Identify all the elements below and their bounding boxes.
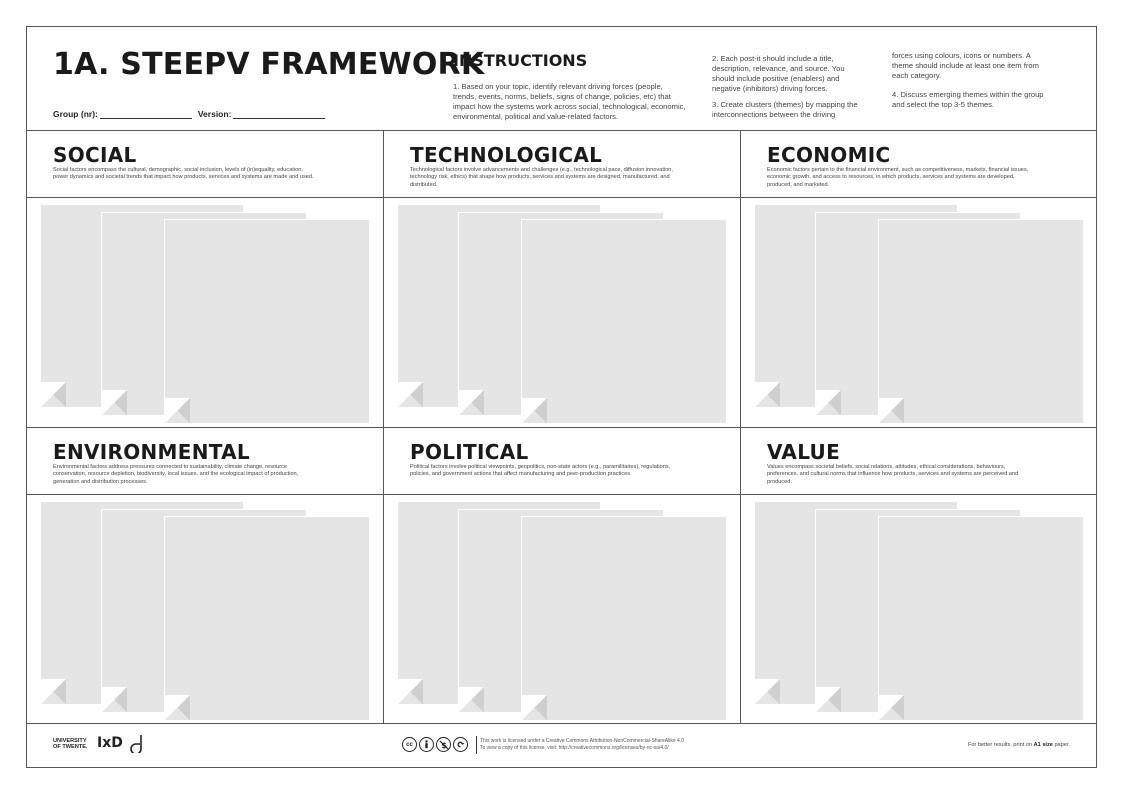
panel-economic: ECONOMIC Economic factors pertain to the…: [741, 131, 1096, 428]
panel-description: Technological factors involve advancemen…: [410, 167, 673, 188]
instructions-title: INSTRUCTIONS: [453, 51, 588, 70]
post-it-note[interactable]: [878, 516, 1084, 721]
instruction-step-4: 4. Discuss emerging themes within the gr…: [892, 90, 1044, 109]
panel-technological: TECHNOLOGICAL Technological factors invo…: [384, 131, 741, 428]
creative-commons-icons: cc $: [402, 737, 468, 752]
license-line-1: This work is licensed under a Creative C…: [480, 738, 684, 744]
post-it-note[interactable]: [521, 516, 727, 721]
post-it-area[interactable]: [384, 198, 740, 428]
post-it-area[interactable]: [384, 495, 740, 725]
worksheet-header: 1A. STEEPV FRAMEWORK Group (nr): Version…: [27, 27, 1096, 131]
panel-description: Social factors encompass the cultural, d…: [53, 167, 314, 181]
panel-political: POLITICAL Political factors involve poli…: [384, 428, 741, 724]
panel-title: POLITICAL: [410, 440, 529, 464]
group-label: Group (nr):: [53, 109, 98, 119]
worksheet-footer: UNIVERSITY OF TWENTE. IxD cc $ This work…: [27, 724, 1096, 768]
print-note-pre: For better results, print on: [968, 742, 1034, 748]
panel-description: Political factors involve political view…: [410, 464, 671, 478]
instruction-step-3: 3. Create clusters (themes) by mapping t…: [712, 100, 858, 119]
post-it-note[interactable]: [164, 516, 370, 721]
license-divider: [476, 736, 477, 754]
brand-mark-icon: [130, 735, 142, 753]
panel-description: Economic factors pertain to the financia…: [767, 167, 1029, 188]
print-note-size: A1 size: [1033, 742, 1053, 748]
print-note-post: paper.: [1052, 742, 1070, 748]
instruction-step-3-continued: forces using colours, icons or numbers. …: [892, 51, 1039, 80]
panel-title: TECHNOLOGICAL: [410, 143, 603, 167]
panel-title: VALUE: [767, 440, 841, 464]
post-it-note[interactable]: [878, 219, 1084, 424]
post-it-note[interactable]: [521, 219, 727, 424]
post-it-area[interactable]: [741, 198, 1096, 428]
panel-title: SOCIAL: [53, 143, 137, 167]
instruction-step-1: 1. Based on your topic, identify relevan…: [453, 82, 686, 121]
post-it-area[interactable]: [27, 495, 383, 725]
license-text: This work is licensed under a Creative C…: [480, 738, 684, 751]
cc-icon: cc: [402, 737, 417, 752]
panel-header: ENVIRONMENTAL Environmental factors addr…: [27, 428, 383, 495]
panel-environmental: ENVIRONMENTAL Environmental factors addr…: [27, 428, 384, 724]
license-line-2: To view a copy of this license, visit: h…: [480, 744, 669, 751]
version-label: Version:: [197, 109, 232, 119]
sharealike-icon: [453, 737, 468, 752]
panel-header: TECHNOLOGICAL Technological factors invo…: [384, 131, 740, 198]
post-it-area[interactable]: [741, 495, 1096, 725]
print-note: For better results, print on A1 size pap…: [968, 742, 1070, 748]
panel-value: VALUE Values encompass societal beliefs,…: [741, 428, 1096, 724]
panel-header: SOCIAL Social factors encompass the cult…: [27, 131, 383, 198]
attribution-icon: [419, 737, 434, 752]
post-it-area[interactable]: [27, 198, 383, 428]
panel-header: ECONOMIC Economic factors pertain to the…: [741, 131, 1096, 198]
group-field[interactable]: [99, 110, 192, 119]
university-logo-line-1: UNIVERSITY: [53, 738, 87, 744]
panel-title: ENVIRONMENTAL: [53, 440, 250, 464]
university-logo-line-2: OF TWENTE.: [53, 744, 88, 750]
group-version-row: Group (nr): Version:: [53, 109, 331, 119]
worksheet-frame: 1A. STEEPV FRAMEWORK Group (nr): Version…: [26, 26, 1097, 768]
version-field[interactable]: [233, 110, 326, 119]
panel-title: ECONOMIC: [767, 143, 891, 167]
panel-header: VALUE Values encompass societal beliefs,…: [741, 428, 1096, 495]
page-title: 1A. STEEPV FRAMEWORK: [53, 47, 485, 82]
ixd-logo: IxD: [97, 735, 123, 751]
instruction-step-2: 2. Each post-it should include a title, …: [712, 54, 845, 93]
post-it-note[interactable]: [164, 219, 370, 424]
panel-description: Values encompass societal beliefs, socia…: [767, 464, 1019, 485]
panel-social: SOCIAL Social factors encompass the cult…: [27, 131, 384, 428]
panel-header: POLITICAL Political factors involve poli…: [384, 428, 740, 495]
university-of-twente-logo: UNIVERSITY OF TWENTE.: [53, 738, 88, 750]
noncommercial-icon: $: [436, 737, 451, 752]
panel-description: Environmental factors address pressures …: [53, 464, 299, 485]
